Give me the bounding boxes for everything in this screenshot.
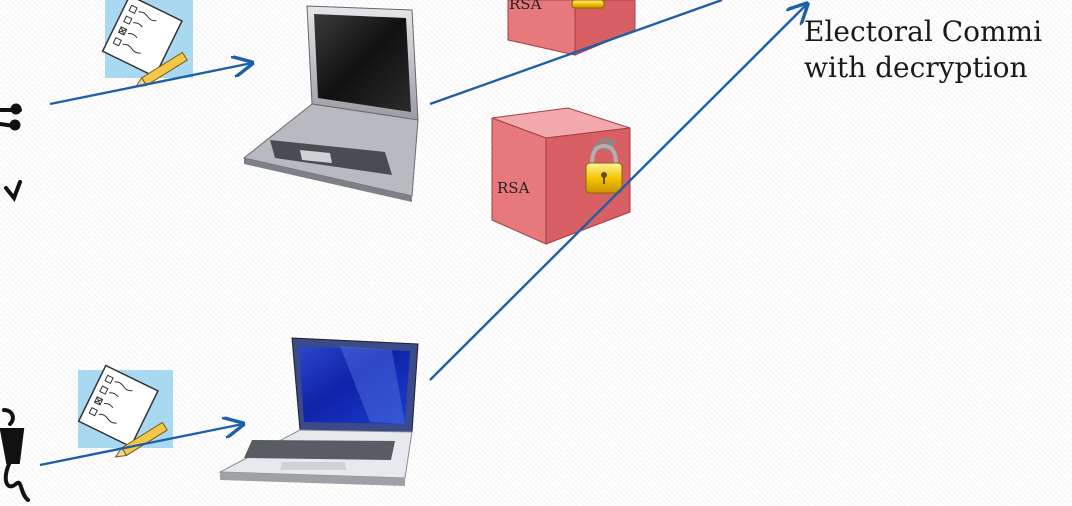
padlock-icon bbox=[585, 137, 623, 194]
laptop-icon bbox=[242, 5, 419, 202]
ballot-box-icon: RSA bbox=[507, 0, 636, 56]
padlock-icon bbox=[571, 0, 605, 9]
caption-line-2: with decryption bbox=[804, 51, 1028, 84]
electoral-commission-caption: Electoral Commi with decryption bbox=[804, 14, 1072, 86]
arrow bbox=[39, 0, 807, 467]
ballot-box-icon: RSA bbox=[491, 107, 631, 245]
caption-line-1: Electoral Commi bbox=[804, 15, 1043, 48]
rsa-label: RSA bbox=[509, 0, 542, 13]
voter-figure-icon bbox=[0, 103, 22, 202]
ballot-paper-icon bbox=[101, 0, 193, 88]
rsa-label: RSA bbox=[497, 179, 530, 197]
voter-figure-icon bbox=[0, 408, 30, 502]
ballot-paper-icon bbox=[77, 364, 173, 458]
laptop-icon bbox=[218, 337, 419, 486]
